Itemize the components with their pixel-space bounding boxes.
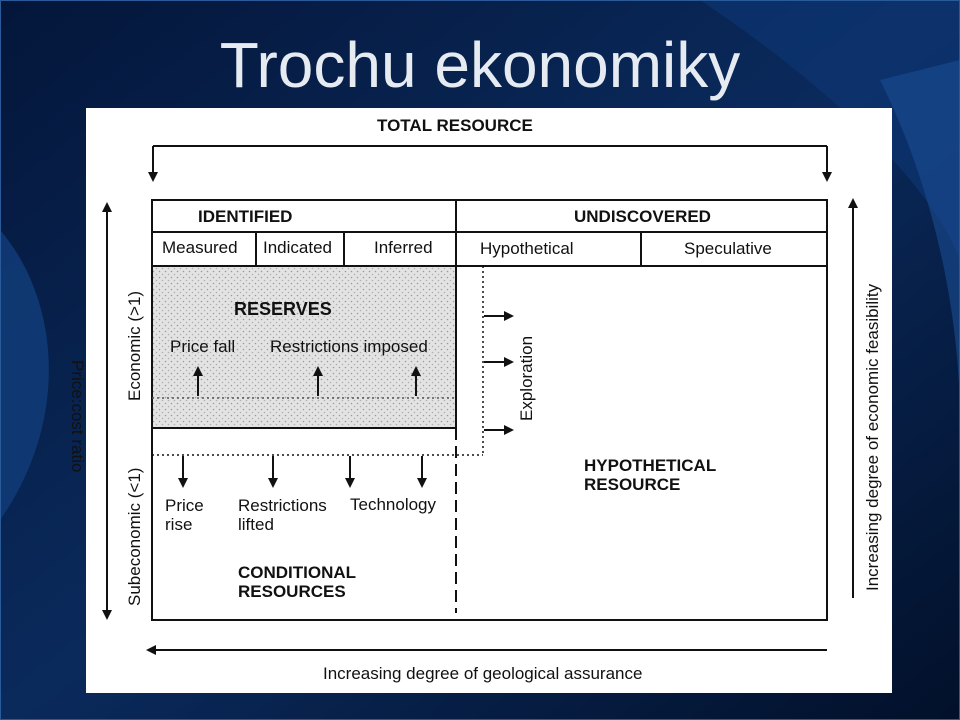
slide-title: Trochu ekonomiky bbox=[219, 29, 741, 101]
reserves-up-arrows bbox=[193, 366, 421, 396]
conditional-resources-label: CONDITIONAL RESOURCES bbox=[238, 563, 357, 601]
price-fall-label: Price fall bbox=[170, 337, 236, 356]
reserves-label: RESERVES bbox=[234, 299, 332, 319]
total-resource-label: TOTAL RESOURCE bbox=[377, 116, 533, 135]
exploration-label: Exploration bbox=[517, 335, 536, 421]
economic-feasibility-label: Increasing degree of economic feasibilit… bbox=[863, 283, 882, 591]
hypothetical-resource-label: HYPOTHETICAL RESOURCE bbox=[584, 456, 717, 494]
column-hypothetical: Hypothetical bbox=[480, 239, 574, 258]
main-frame bbox=[151, 199, 828, 621]
price-cost-ratio-label: Price:cost ratio bbox=[68, 360, 87, 473]
resource-classification-diagram: TOTAL RESOURCE IDENTIFIED UNDISCOVERED M… bbox=[86, 108, 892, 693]
undiscovered-label: UNDISCOVERED bbox=[574, 207, 711, 226]
total-resource-bracket bbox=[148, 145, 832, 182]
restrictions-lifted-label: Restrictions lifted bbox=[238, 496, 327, 534]
column-measured: Measured bbox=[162, 238, 238, 257]
column-inferred: Inferred bbox=[374, 238, 433, 257]
exploration-arrows bbox=[484, 311, 514, 435]
economic-label: Economic (>1) bbox=[125, 290, 144, 401]
geological-assurance-label: Increasing degree of geological assuranc… bbox=[323, 664, 643, 683]
column-speculative: Speculative bbox=[684, 239, 772, 258]
technology-label: Technology bbox=[350, 495, 437, 514]
price-rise-label: Price rise bbox=[165, 496, 204, 534]
subeconomic-label: Subeconomic (<1) bbox=[125, 467, 144, 606]
conditional-down-arrows bbox=[178, 456, 427, 488]
identified-label: IDENTIFIED bbox=[198, 207, 293, 226]
reserves-region bbox=[153, 267, 455, 427]
restrictions-imposed-label: Restrictions imposed bbox=[270, 337, 428, 356]
diagram-graphics bbox=[102, 145, 858, 655]
column-indicated: Indicated bbox=[263, 238, 332, 257]
